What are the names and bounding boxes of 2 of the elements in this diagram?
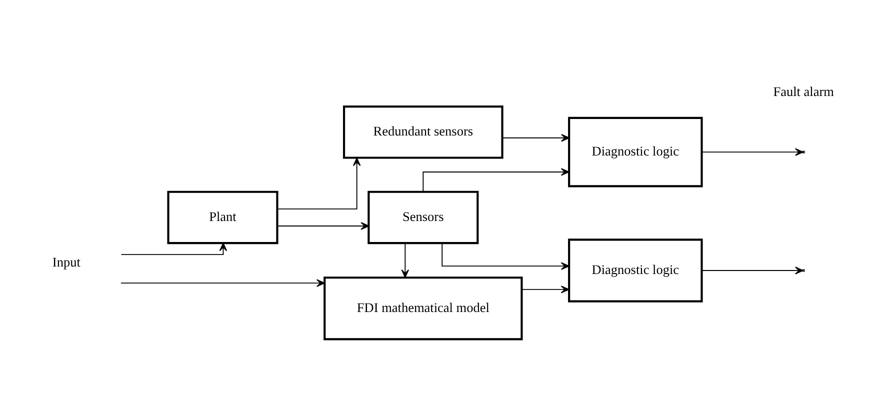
node-text: Input xyxy=(52,254,80,270)
label: Fault alarm xyxy=(773,84,834,99)
